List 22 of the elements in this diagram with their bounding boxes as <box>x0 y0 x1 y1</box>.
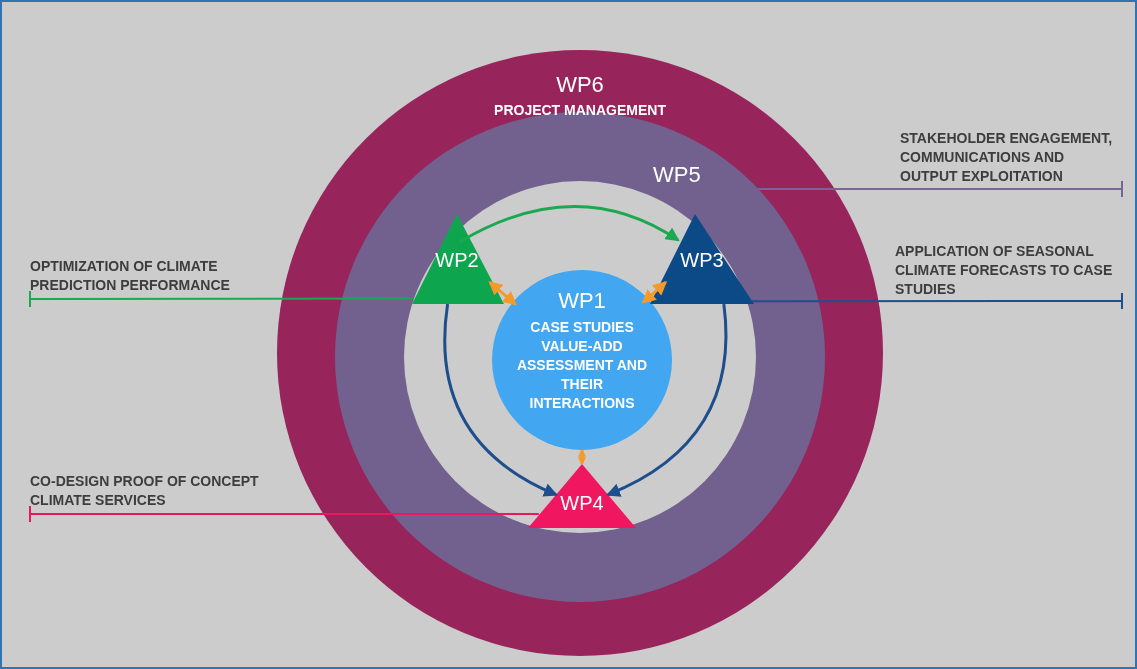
arrow <box>488 281 517 306</box>
arrow <box>578 448 586 466</box>
arrow <box>459 205 680 244</box>
arrow <box>443 303 558 497</box>
callout-text: STAKEHOLDER ENGAGEMENT, COMMUNICATIONS AND OUTPUT EXPLOITATION <box>900 129 1114 186</box>
heading-text: WP3 <box>679 249 725 272</box>
description-text: PROJECT MANAGEMENT <box>493 102 667 118</box>
leader-line <box>750 293 1123 309</box>
arrow <box>606 303 728 497</box>
heading-text: WP6 <box>555 72 605 98</box>
callout-text: OPTIMIZATION OF CLIMATE PREDICTION PERFORMANCE <box>30 257 231 295</box>
callout-text: CO-DESIGN PROOF OF CONCEPT CLIMATE SERVICES <box>30 472 260 510</box>
leader-line <box>756 181 1123 197</box>
description-text: CASE STUDIES VALUE-ADD ASSESSMENT AND THEIR INTERACTIONS <box>515 318 649 413</box>
heading-text: WP5 <box>653 162 701 188</box>
heading-text: WP2 <box>434 249 480 272</box>
heading-text: WP1 <box>557 288 607 314</box>
arrow <box>641 281 668 304</box>
callout-text: APPLICATION OF SEASONAL CLIMATE FORECASTS TO CASE STUDIES <box>895 242 1114 299</box>
heading-text: WP4 <box>559 492 605 515</box>
leader-line <box>29 506 540 522</box>
leader-line <box>29 291 414 307</box>
